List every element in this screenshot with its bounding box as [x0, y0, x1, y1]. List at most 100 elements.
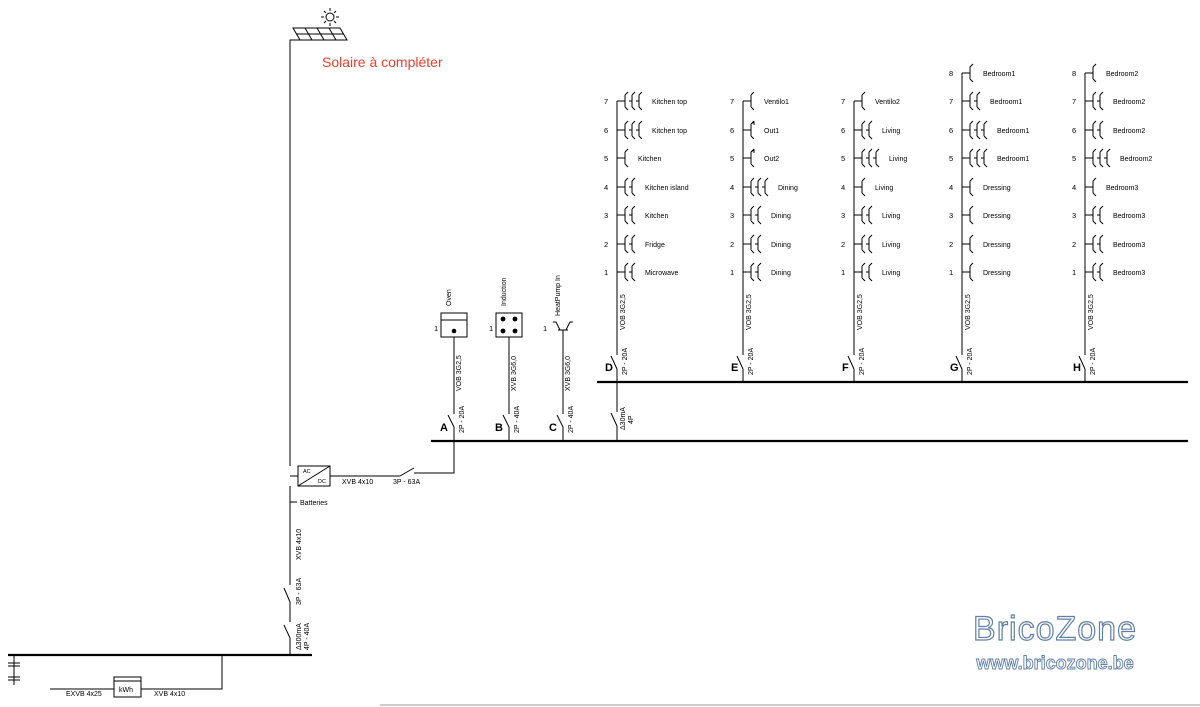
outdoor-socket-icon — [750, 149, 755, 153]
point-label: Bedroom2 — [1113, 128, 1145, 135]
inverter-breaker-switch — [399, 467, 415, 477]
socket-icon — [967, 63, 974, 83]
socket-icon — [1097, 148, 1104, 168]
solar-note: Solaire à compléter — [322, 54, 443, 70]
breaker-switch — [447, 414, 455, 428]
point-label: Living — [882, 242, 900, 249]
socket-icon — [866, 148, 873, 168]
socket-icon — [981, 120, 988, 140]
socket-icon — [974, 120, 981, 140]
inverter-dc-label: DC — [318, 479, 326, 485]
socket-icon — [866, 262, 873, 282]
inverter: AC DC — [297, 465, 331, 487]
point-label: Ventilo2 — [875, 99, 900, 106]
socket-icon — [873, 148, 880, 168]
point-number: 3 — [949, 211, 953, 220]
circuit-letter: H — [1073, 362, 1081, 374]
cable-label: VOB 3G2,5 — [857, 294, 864, 330]
point-label: Out1 — [764, 128, 779, 135]
feed-breaker-switch — [283, 587, 291, 603]
hob-dot — [500, 316, 506, 322]
socket-icon — [748, 262, 755, 282]
point-number: 2 — [730, 240, 734, 249]
point-number: 4 — [604, 183, 608, 192]
point-number: 5 — [604, 154, 608, 163]
point-label: Dressing — [983, 270, 1011, 277]
point-label: Living — [882, 213, 900, 220]
point-number: 5 — [1072, 154, 1076, 163]
point-number: 7 — [949, 97, 953, 106]
socket-icon — [1097, 91, 1104, 111]
point-label: Living — [882, 128, 900, 135]
socket-icon — [967, 91, 974, 111]
cable-label: VOB 3G2,5 — [620, 294, 627, 330]
socket-icon — [755, 177, 762, 197]
outdoor-socket-icon — [750, 121, 755, 125]
point-number: 7 — [841, 97, 845, 106]
breaker-switch — [847, 355, 855, 370]
point-number: 1 — [949, 268, 953, 277]
socket-icon — [629, 177, 636, 197]
breaker-label: 2P - 40A — [514, 406, 521, 433]
circuit-letter: C — [549, 422, 557, 434]
point-label: Bedroom1 — [990, 99, 1022, 106]
point-label: Bedroom1 — [983, 71, 1015, 78]
oven-icon — [440, 312, 468, 338]
socket-icon — [866, 205, 873, 225]
device-number: 1 — [543, 324, 547, 333]
point-label: Bedroom3 — [1106, 185, 1138, 192]
point-number: 7 — [730, 97, 734, 106]
circuit-letter: G — [950, 362, 959, 374]
inverter-breaker-label: 3P - 63A — [393, 479, 420, 486]
point-label: Fridge — [645, 242, 665, 249]
kwh-meter: kWh — [113, 676, 142, 698]
socket-icon — [622, 234, 629, 254]
point-number: 4 — [730, 183, 734, 192]
socket-icon — [755, 262, 762, 282]
main-breaker-switch — [283, 624, 291, 639]
meter-cable-label: XVB 4x10 — [154, 691, 185, 698]
breaker-label: 2P - 20A — [1090, 348, 1097, 375]
point-label: Bedroom2 — [1120, 156, 1152, 163]
point-number: 5 — [841, 154, 845, 163]
point-label: Dining — [771, 213, 791, 220]
point-number: 2 — [1072, 240, 1076, 249]
socket-icon — [859, 262, 866, 282]
socket-icon — [1090, 148, 1097, 168]
point-number: 1 — [1072, 268, 1076, 277]
socket-icon — [636, 120, 643, 140]
socket-icon — [859, 177, 866, 197]
socket-icon — [748, 120, 755, 140]
watermark-url: www.bricozone.be — [975, 653, 1133, 673]
point-number: 4 — [1072, 183, 1076, 192]
socket-icon — [967, 262, 974, 282]
breaker-switch — [1078, 355, 1086, 370]
socket-icon — [629, 120, 636, 140]
socket-icon — [1090, 177, 1097, 197]
solar-feed-wire — [289, 39, 300, 466]
point-number: 8 — [1072, 69, 1076, 78]
socket-icon — [1104, 148, 1111, 168]
point-label: Dressing — [983, 185, 1011, 192]
breaker-switch — [502, 414, 510, 428]
socket-icon — [859, 205, 866, 225]
point-label: Bedroom2 — [1106, 71, 1138, 78]
socket-icon — [866, 234, 873, 254]
breaker-switch — [955, 355, 963, 370]
socket-icon — [622, 148, 629, 168]
socket-icon — [1097, 120, 1104, 140]
socket-icon — [622, 262, 629, 282]
point-label: Bedroom3 — [1113, 242, 1145, 249]
socket-icon — [748, 91, 755, 111]
socket-icon — [629, 234, 636, 254]
point-label: Bedroom2 — [1113, 99, 1145, 106]
socket-icon — [1090, 234, 1097, 254]
socket-icon — [974, 91, 981, 111]
socket-icon — [622, 205, 629, 225]
breaker-switch — [556, 414, 564, 428]
socket-icon — [1090, 63, 1097, 83]
